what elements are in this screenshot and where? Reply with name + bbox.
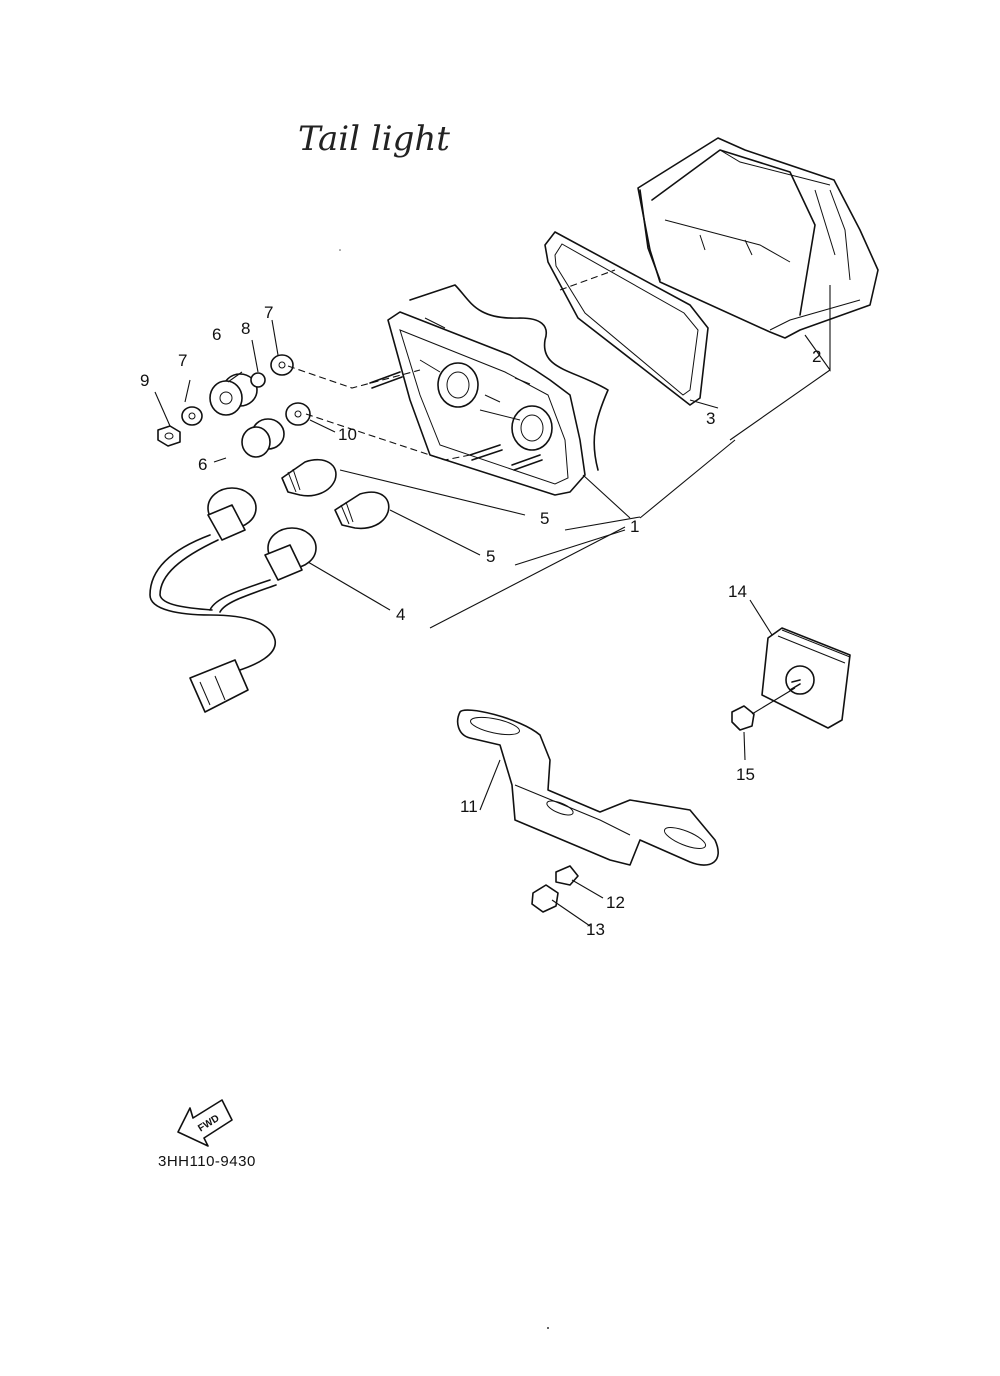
part-2-lens-cover bbox=[637, 137, 879, 339]
part-10-washer bbox=[285, 402, 311, 426]
part-3-gasket bbox=[544, 231, 709, 406]
callout-10: 10 bbox=[338, 425, 357, 444]
callout-labels: 1 2 3 4 5 5 6 6 7 7 8 9 10 11 12 13 14 1… bbox=[140, 303, 821, 939]
callout-12: 12 bbox=[606, 893, 625, 912]
callout-11: 11 bbox=[460, 797, 478, 816]
part-5-bulbs bbox=[281, 458, 390, 530]
hardware-group bbox=[157, 354, 311, 458]
callout-6b: 6 bbox=[198, 455, 207, 474]
callout-8: 8 bbox=[241, 319, 250, 338]
part-7-washer-left bbox=[181, 406, 203, 426]
callout-7a: 7 bbox=[178, 351, 187, 370]
leader-lines bbox=[154, 269, 831, 927]
fwd-arrow-icon: FWD bbox=[177, 1099, 233, 1147]
callout-13: 13 bbox=[586, 920, 605, 939]
callout-7b: 7 bbox=[264, 303, 273, 322]
part-11-bracket bbox=[456, 709, 719, 866]
diagram-code: 3HH110-9430 bbox=[158, 1153, 256, 1170]
callout-4: 4 bbox=[396, 605, 405, 624]
part-13-nut bbox=[531, 884, 559, 913]
callout-2: 2 bbox=[812, 347, 821, 366]
callout-5b: 5 bbox=[486, 547, 495, 566]
callout-6a: 6 bbox=[212, 325, 221, 344]
part-7-washer-right bbox=[270, 354, 294, 376]
callout-15: 15 bbox=[736, 765, 755, 784]
callout-14: 14 bbox=[728, 582, 747, 601]
part-14-license-light bbox=[761, 627, 851, 729]
callout-5a: 5 bbox=[540, 509, 549, 528]
part-1-housing bbox=[369, 284, 609, 496]
part-8-collar bbox=[250, 372, 266, 388]
callout-3: 3 bbox=[706, 409, 715, 428]
part-4-harness bbox=[149, 487, 317, 713]
callout-1: 1 bbox=[630, 517, 639, 536]
callout-9: 9 bbox=[140, 371, 149, 390]
part-9-nut bbox=[157, 425, 181, 447]
part-15-nut bbox=[731, 705, 755, 731]
handwritten-title: Tail light bbox=[298, 119, 450, 159]
